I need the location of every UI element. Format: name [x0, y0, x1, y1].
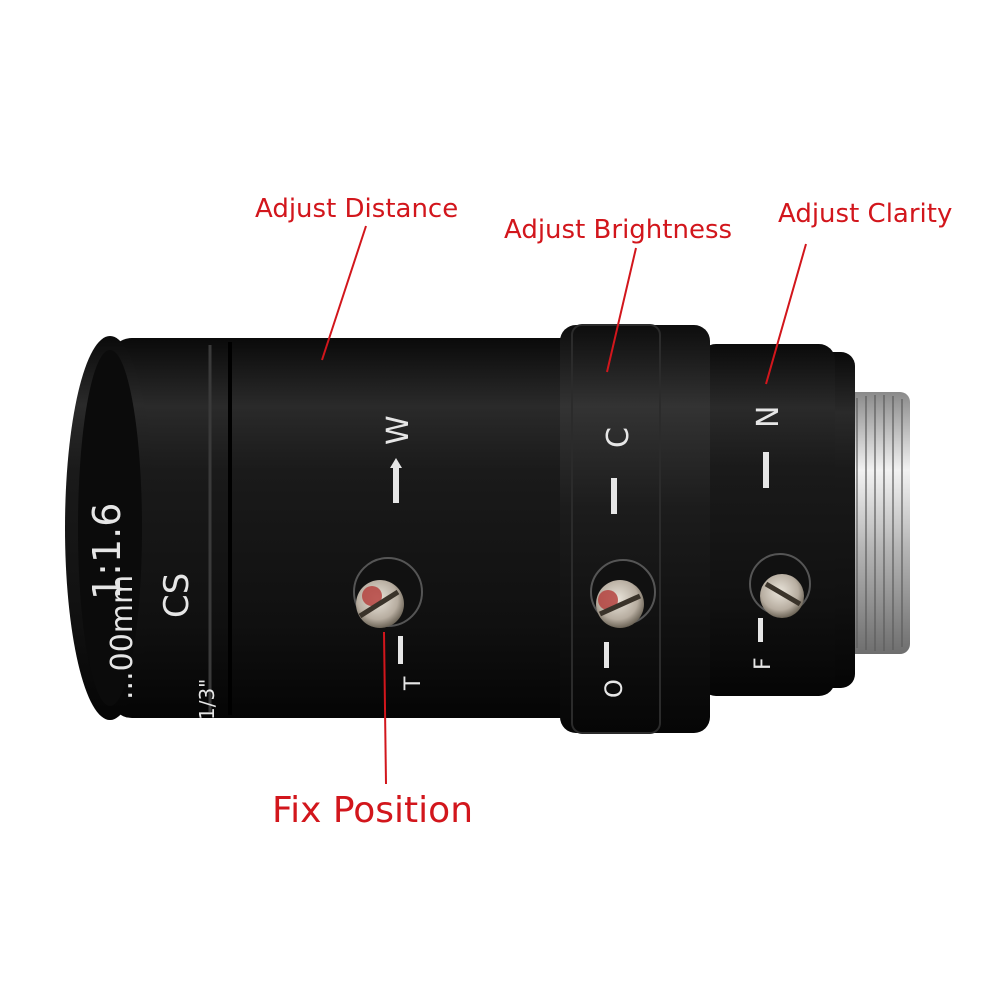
iris-close-marking: C: [601, 427, 636, 448]
focal-marking: ...00mm: [105, 575, 140, 700]
iris-lock-screw: [590, 559, 656, 628]
format-marking: 1/3": [195, 679, 219, 720]
adjust-clarity-label: Adjust Clarity: [778, 199, 953, 229]
fix-position-leader: [383, 631, 387, 785]
adjust-distance-label: Adjust Distance: [255, 194, 459, 224]
fix-position-label: Fix Position: [272, 790, 474, 831]
lens-markings: 1:1.6 CS ...00mm 1/3" W T C O N F: [85, 406, 786, 720]
adjust-brightness-label: Adjust Brightness: [504, 215, 733, 245]
zoom-tele-marking: T: [401, 676, 426, 691]
zoom-lock-screw: [353, 557, 423, 628]
brightness-leader: [606, 247, 637, 373]
leader-lines: [321, 225, 807, 785]
focus-far-marking: F: [751, 657, 776, 670]
ratio-marking: 1:1.6: [85, 503, 129, 600]
lens-barrel: [65, 336, 670, 720]
distance-leader: [321, 225, 367, 361]
clarity-leader: [765, 243, 807, 385]
iris-ring: [560, 324, 710, 734]
focus-ring: [685, 344, 855, 696]
iris-open-marking: O: [600, 679, 628, 698]
mount-marking: CS: [157, 573, 197, 618]
focus-lock-screw: [749, 553, 811, 618]
zoom-wide-marking: W: [381, 415, 416, 445]
focus-near-marking: N: [751, 406, 786, 428]
